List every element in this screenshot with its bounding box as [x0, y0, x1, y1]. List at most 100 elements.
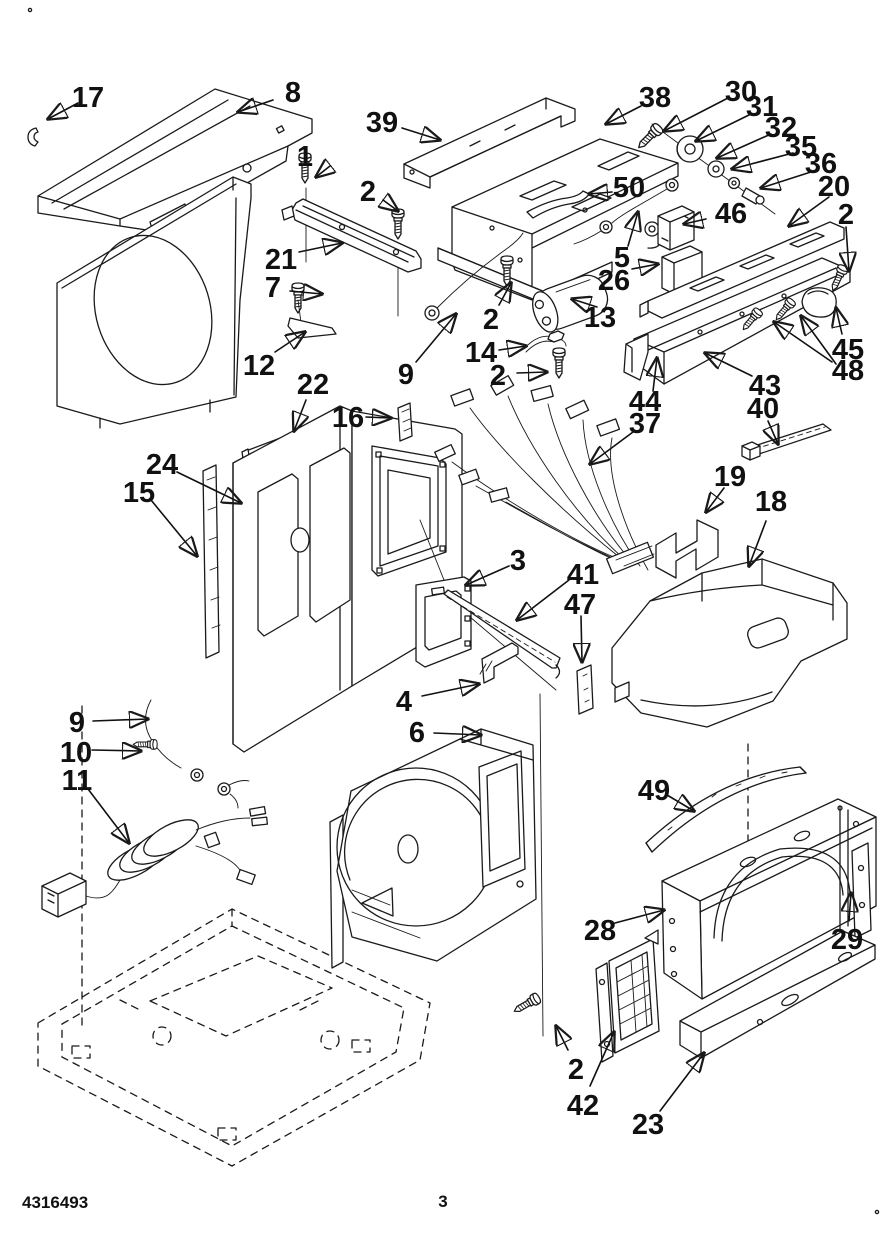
leader-arrow	[466, 565, 510, 585]
leader-arrow	[666, 795, 694, 811]
part-sensor-rod	[741, 423, 832, 461]
leader-arrow	[768, 420, 778, 444]
callout-label-18: 18	[755, 486, 787, 518]
page-title: AIRFLOW AND CONTROL PARTS	[149, 16, 739, 54]
leader-arrow	[628, 212, 638, 247]
callout-label-7: 7	[265, 272, 281, 304]
part-mounting-rail	[281, 187, 422, 317]
callout-label-38: 38	[639, 82, 671, 114]
leader-arrow	[631, 264, 658, 269]
part-control-chassis	[437, 138, 679, 305]
leader-arrow	[696, 113, 752, 141]
leader-arrow	[401, 128, 440, 140]
leader-arrow	[294, 399, 306, 431]
part-fan-shroud	[56, 176, 252, 429]
page-number: 3	[438, 1192, 447, 1211]
callout-label-20: 20	[818, 171, 850, 203]
leader-arrow	[836, 308, 842, 335]
leader-arrow	[589, 1032, 614, 1087]
part-control-bracket	[623, 221, 851, 385]
leader-arrow	[87, 788, 129, 843]
part-wiring-harness	[434, 375, 655, 575]
part-knob	[801, 287, 837, 318]
screw-icon	[633, 121, 665, 153]
callout-label-21: 21	[265, 244, 297, 276]
page-subtitle: For Model: ACQ082XA0	[338, 52, 551, 73]
callout-label-47: 47	[564, 589, 596, 621]
callout-label-31: 31	[746, 91, 778, 123]
leader-arrow	[653, 358, 657, 392]
callout-label-2: 2	[568, 1054, 584, 1086]
leader-arrow	[176, 471, 241, 503]
callout-label-9: 9	[69, 707, 85, 739]
corner-mark	[874, 1209, 880, 1215]
callout-label-4: 4	[396, 686, 412, 718]
leader-arrow	[846, 226, 849, 271]
leader-arrow	[664, 97, 729, 131]
callout-label-10: 10	[60, 737, 92, 769]
callout-label-3: 3	[510, 545, 526, 577]
callout-label-46: 46	[715, 198, 747, 230]
part-front-panel	[661, 798, 877, 1000]
leader-arrow	[316, 166, 330, 177]
callout-label-17: 17	[72, 82, 104, 114]
part-link-rod	[443, 589, 561, 679]
callout-label-24: 24	[146, 449, 178, 481]
callout-label-32: 32	[765, 112, 797, 144]
callout-label-2: 2	[483, 304, 499, 336]
callout-label-13: 13	[584, 302, 616, 334]
leader-arrow	[684, 219, 707, 224]
leader-arrow	[274, 332, 305, 353]
part-base-pan	[37, 705, 749, 1167]
callout-label-50: 50	[613, 172, 645, 204]
leader-arrow	[517, 579, 570, 620]
screw-icon	[391, 208, 405, 240]
screw-icon	[132, 739, 158, 750]
leader-arrow	[48, 102, 79, 119]
part-foam-strip	[576, 664, 594, 715]
document-number: 4316493	[22, 1193, 88, 1212]
leader-arrow	[659, 1053, 704, 1112]
leader-arrow	[91, 750, 141, 751]
part-clip	[27, 127, 39, 147]
leader-arrow	[415, 314, 456, 363]
part-blower-housing	[329, 728, 537, 969]
callout-label-15: 15	[123, 477, 155, 509]
screw-icon	[510, 991, 543, 1017]
leader-arrow	[732, 152, 794, 169]
leader-arrow	[499, 283, 511, 306]
callout-label-44: 44	[629, 386, 661, 418]
corner-mark	[27, 7, 33, 13]
leader-arrow	[606, 105, 642, 124]
part-duct-bracket	[655, 519, 719, 579]
leader-arrow	[706, 487, 725, 512]
callout-label-48: 48	[832, 355, 864, 387]
callout-label-43: 43	[749, 370, 781, 402]
callout-label-36: 36	[805, 148, 837, 180]
leader-arrow	[789, 196, 830, 226]
leader-arrow	[705, 353, 753, 377]
part-jumper-wire	[523, 330, 567, 353]
callout-label-9: 9	[398, 359, 414, 391]
callout-label-28: 28	[584, 915, 616, 947]
part-filter	[595, 929, 660, 1063]
leader-arrow	[433, 733, 481, 735]
leader-arrow	[365, 417, 391, 418]
leader-arrow	[150, 499, 197, 556]
callout-label-45: 45	[832, 334, 864, 366]
callout-label-23: 23	[632, 1109, 664, 1141]
callout-label-49: 49	[638, 775, 670, 807]
callout-label-35: 35	[785, 131, 817, 163]
callout-label-22: 22	[297, 369, 329, 401]
callout-label-5: 5	[614, 242, 630, 274]
leader-arrow	[298, 243, 342, 252]
leader-arrow	[774, 322, 833, 363]
callout-label-40: 40	[747, 393, 779, 425]
callout-label-6: 6	[409, 717, 425, 749]
callout-label-41: 41	[567, 559, 599, 591]
leader-arrow	[849, 893, 851, 922]
leader-arrow	[801, 316, 837, 365]
